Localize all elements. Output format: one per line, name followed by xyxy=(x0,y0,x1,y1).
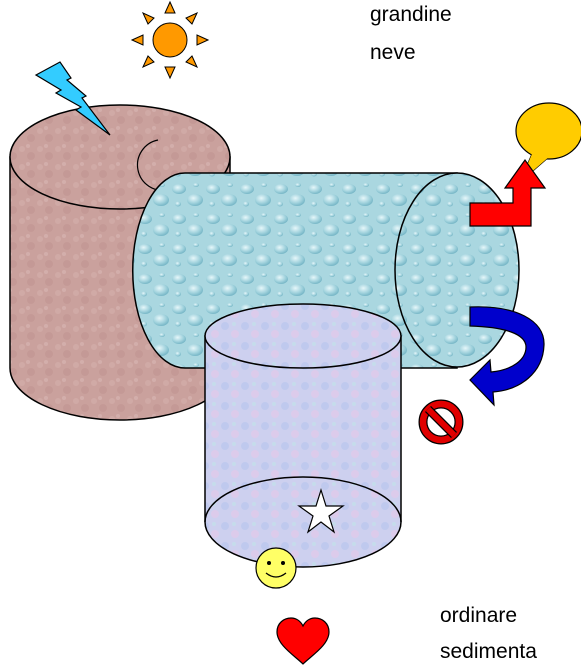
heart-icon xyxy=(277,618,329,664)
label-grandine: grandine xyxy=(370,3,452,27)
label-neve: neve xyxy=(370,41,416,65)
sun-icon xyxy=(132,2,208,78)
no-symbol-icon xyxy=(423,404,459,440)
label-sedimenta: sedimenta xyxy=(440,640,537,664)
lavender-cylinder xyxy=(205,304,401,567)
smiley-icon xyxy=(256,548,296,588)
label-ordinare: ordinare xyxy=(440,604,517,628)
